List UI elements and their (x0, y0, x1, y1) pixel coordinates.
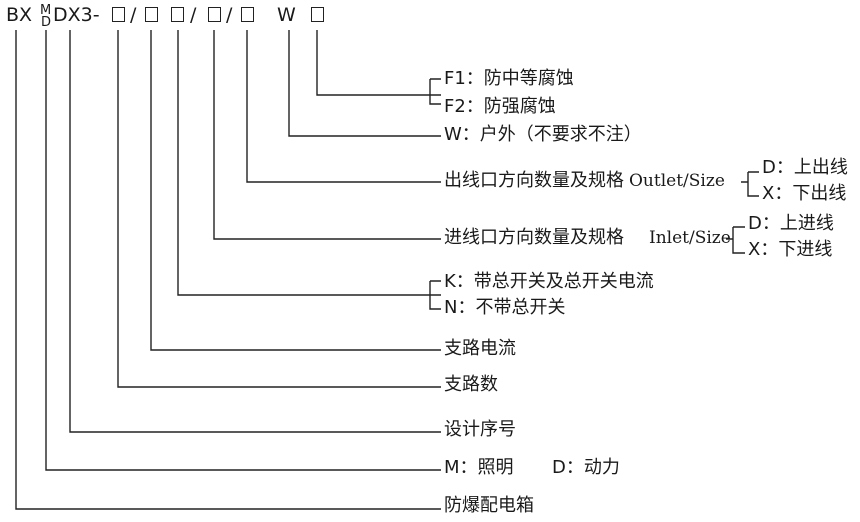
code-stack-bottom: D (41, 15, 52, 30)
label-design-number: 设计序号 (444, 419, 516, 440)
label-f1: F1：防中等腐蚀 (444, 68, 574, 89)
bracket-outlet (741, 171, 759, 197)
code-w-letter: W (277, 4, 296, 26)
code-box-outlet (241, 7, 254, 22)
line-explosion-proof-box (15, 30, 441, 510)
label-w-outdoor: W：户外（不要求不注） (444, 124, 642, 145)
code-separator: / (226, 4, 233, 26)
code-box-main-switch (171, 7, 184, 22)
bracket-corrosion (429, 78, 441, 105)
code-stack-top: M (40, 3, 52, 18)
line-branch-current (150, 30, 441, 351)
line-main-switch (177, 30, 441, 296)
label-inlet-d: D：上进线 (748, 213, 834, 234)
bracket-inlet (726, 226, 745, 254)
code-separator: / (190, 4, 197, 26)
code-box-branch-current (145, 7, 158, 22)
line-w-outdoor (288, 30, 441, 137)
label-branch-current: 支路电流 (444, 338, 516, 359)
line-corrosion (316, 30, 441, 96)
label-d-power: D：动力 (552, 457, 620, 478)
label-outlet-d: D：上出线 (762, 157, 848, 178)
label-n-no-switch: N：不带总开关 (444, 297, 566, 318)
line-branch-count (117, 30, 441, 388)
line-inlet (213, 30, 441, 240)
label-outlet-zh: 出线口方向数量及规格 (444, 170, 624, 191)
line-design-number (69, 30, 441, 433)
label-m-lighting: M：照明 (444, 457, 514, 478)
label-outlet-en: Outlet/Size (629, 171, 725, 191)
code-prefix: BX (6, 4, 33, 26)
label-k-main-switch: K：带总开关及总开关电流 (444, 271, 654, 292)
label-explosion-proof-box: 防爆配电箱 (444, 495, 534, 516)
bracket-main-switch (429, 280, 441, 310)
code-box-branch-count (112, 7, 125, 22)
code-series: DX3- (53, 4, 100, 26)
label-outlet-x: X：下出线 (762, 183, 847, 204)
code-separator: / (130, 4, 137, 26)
line-m-d (45, 30, 441, 471)
label-f2: F2：防强腐蚀 (444, 96, 556, 117)
code-box-inlet (208, 7, 221, 22)
label-inlet-x: X：下进线 (748, 239, 833, 260)
line-outlet (246, 30, 441, 183)
label-inlet-en: Inlet/Size (649, 228, 731, 248)
code-box-corrosion (311, 7, 324, 22)
label-branch-count: 支路数 (444, 374, 498, 395)
label-inlet-zh: 进线口方向数量及规格 (444, 227, 624, 248)
